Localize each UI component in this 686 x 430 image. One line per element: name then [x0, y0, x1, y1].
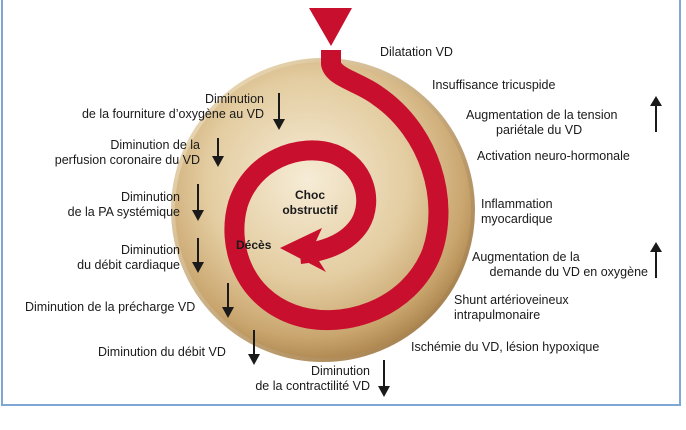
- inflammation-line1: Inflammation: [481, 197, 553, 211]
- label-precharge-vd: Diminution de la précharge VD: [25, 300, 196, 314]
- label-debit-vd: Diminution du débit VD: [98, 345, 226, 359]
- down-arrow-pa-icon: [192, 184, 204, 221]
- label-insuffisance-tricuspide: Insuffisance tricuspide: [432, 78, 556, 92]
- demande-line2: demande du VD en oxygène: [489, 265, 648, 279]
- debit-cardiaque-line1: Diminution: [120, 243, 180, 257]
- debit-cardiaque-line2: du débit cardiaque: [77, 258, 180, 272]
- down-arrow-debit-vd-icon: [248, 330, 260, 365]
- label-tension-parietale: Augmentation de la tension pariétale du …: [466, 108, 618, 138]
- fourniture-line1: Diminution: [204, 92, 264, 106]
- label-shunt: Shunt artérioveineux intrapulmonaire: [454, 293, 569, 323]
- up-arrow-tension-icon: [650, 96, 662, 132]
- down-arrow-perfusion-icon: [212, 138, 224, 167]
- label-contractilite-vd: Diminution de la contractilité VD: [255, 364, 370, 394]
- pa-line2: de la PA systémique: [67, 205, 180, 219]
- label-activation-neuro-hormonale: Activation neuro-hormonale: [477, 149, 630, 163]
- shunt-line2: intrapulmonaire: [454, 308, 541, 322]
- spiral-path: [224, 50, 449, 331]
- label-ischemie: Ischémie du VD, lésion hypoxique: [411, 340, 600, 354]
- choc-line1: Choc: [295, 188, 325, 202]
- fourniture-line2: de la fourniture d’oxygène au VD: [81, 107, 264, 121]
- label-perfusion-coronaire: Diminution de la perfusion coronaire du …: [55, 138, 200, 168]
- up-arrow-demande-icon: [650, 242, 662, 278]
- label-debit-cardiaque: Diminution du débit cardiaque: [77, 243, 180, 273]
- label-demande-oxygene: Augmentation de la demande du VD en oxyg…: [472, 250, 648, 280]
- shunt-line1: Shunt artérioveineux: [454, 293, 569, 307]
- figure-frame: [1, 0, 681, 406]
- choc-line2: obstructif: [282, 203, 338, 217]
- demande-line1: Augmentation de la: [472, 250, 580, 264]
- inflammation-line2: myocardique: [481, 212, 553, 226]
- down-arrow-fourniture-icon: [273, 93, 285, 130]
- spiral-head-arrow-icon: [280, 228, 326, 272]
- down-arrow-contractilite-icon: [378, 360, 390, 397]
- perfusion-line2: perfusion coronaire du VD: [54, 153, 200, 167]
- tension-line1: Augmentation de la tension: [466, 108, 618, 122]
- contractilite-line2: de la contractilité VD: [255, 379, 370, 393]
- perfusion-line1: Diminution de la: [110, 138, 200, 152]
- down-arrow-debit-cardiaque-icon: [192, 238, 204, 273]
- label-dilatation-vd: Dilatation VD: [380, 45, 453, 59]
- tension-line2: pariétale du VD: [496, 123, 583, 137]
- top-entry-arrow-icon: [309, 8, 352, 46]
- label-inflammation: Inflammation myocardique: [481, 197, 553, 227]
- label-pa-systemique: Diminution de la PA systémique: [68, 190, 180, 220]
- deces-label: Décès: [236, 238, 272, 252]
- choc-obstructif-label: Choc obstructif: [270, 188, 350, 218]
- pa-line1: Diminution: [120, 190, 180, 204]
- down-arrow-precharge-icon: [222, 283, 234, 318]
- label-fourniture-oxygene: Diminution de la fourniture d’oxygène au…: [82, 92, 264, 122]
- contractilite-line1: Diminution: [310, 364, 370, 378]
